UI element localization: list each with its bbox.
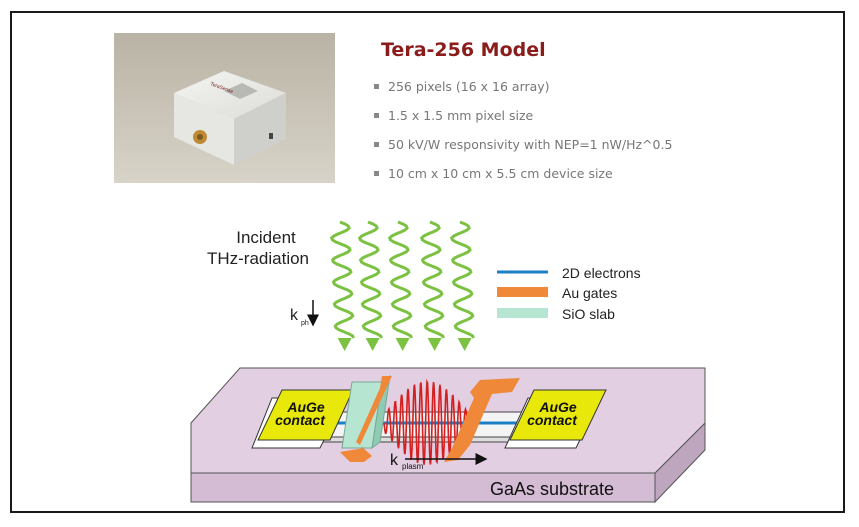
- spec-item: 256 pixels (16 x 16 array): [370, 78, 672, 107]
- spec-item: 10 cm x 10 cm x 5.5 cm device size: [370, 165, 672, 194]
- au-gate-left: [340, 376, 392, 462]
- device-port: [269, 133, 273, 139]
- device-photo: TeraSense: [114, 33, 335, 183]
- bullet-icon: [374, 171, 379, 176]
- product-title: Tera-256 Model: [381, 39, 546, 61]
- thz-wave-arrowhead: [427, 338, 442, 351]
- thz-radiation-label: THz-radiation: [207, 249, 309, 268]
- thz-wave: [387, 220, 413, 339]
- left-contact-label: AuGe: [286, 399, 325, 415]
- thz-wave-arrowhead: [395, 338, 410, 351]
- device-box-front: [174, 93, 234, 165]
- legend-swatch-au-gates: [497, 287, 548, 297]
- legend-label-au-gates: Au gates: [562, 285, 617, 301]
- legend-swatch-sio-slab: [497, 308, 548, 318]
- thz-wave: [419, 220, 445, 339]
- device-sensor-window: [224, 83, 258, 99]
- thz-wave: [449, 220, 475, 339]
- substrate-label: GaAs substrate: [490, 479, 614, 499]
- left-contact-label-2: contact: [275, 412, 326, 428]
- k-ph-subscript: ph: [301, 320, 309, 327]
- device-box-side: [234, 93, 286, 165]
- spec-list: 256 pixels (16 x 16 array) 1.5 x 1.5 mm …: [370, 78, 672, 194]
- k-plasm-label: k: [390, 452, 399, 469]
- legend-label-sio-slab: SiO slab: [562, 306, 615, 322]
- thz-wave-arrowhead: [365, 338, 380, 351]
- thz-waves: [329, 220, 475, 351]
- legend: 2D electrons Au gates SiO slab: [497, 265, 641, 322]
- spec-item: 1.5 x 1.5 mm pixel size: [370, 107, 672, 136]
- thz-wave: [357, 220, 383, 339]
- thz-wave: [329, 220, 355, 339]
- bullet-icon: [374, 84, 379, 89]
- right-contact-label: AuGe: [538, 399, 577, 415]
- thz-wave-arrowhead: [337, 338, 352, 351]
- right-contact: AuGe contact: [504, 389, 607, 449]
- thz-wave-arrowhead: [457, 338, 472, 351]
- right-contact-label-2: contact: [527, 412, 578, 428]
- bullet-icon: [374, 142, 379, 147]
- incident-label: Incident: [236, 228, 296, 247]
- k-ph-label: k: [290, 307, 299, 324]
- au-gate-right: [444, 378, 520, 462]
- bullet-icon: [374, 113, 379, 118]
- k-plasm-subscript: plasm: [402, 462, 424, 471]
- left-contact: AuGe contact: [251, 389, 354, 449]
- legend-label-2d-electrons: 2D electrons: [562, 265, 641, 281]
- spec-item: 50 kV/W responsivity with NEP=1 nW/Hz^0.…: [370, 136, 672, 165]
